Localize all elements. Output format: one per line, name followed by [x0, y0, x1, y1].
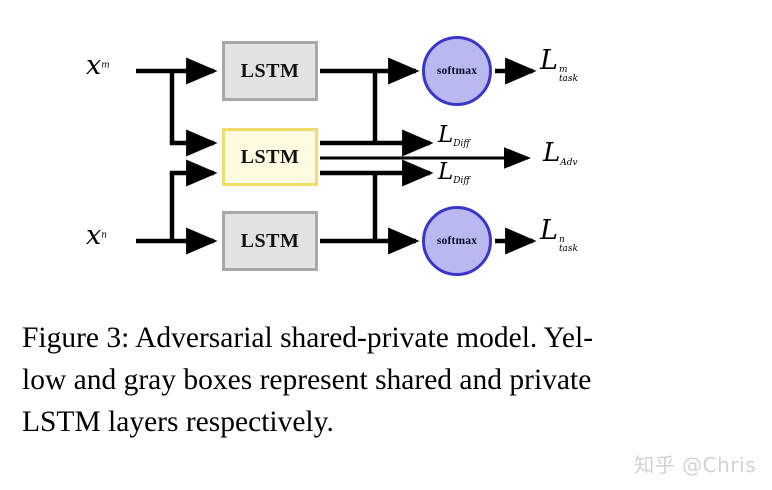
- loss-task-m-label: L m task: [540, 47, 578, 84]
- loss-diff-bottom-base: L: [438, 159, 454, 185]
- softmax-bottom-node[interactable]: softmax: [422, 206, 492, 276]
- input-label-x-m-superscript: m: [101, 60, 110, 71]
- input-label-x-n-base: x: [86, 220, 102, 251]
- loss-task-m-superscript: m: [558, 64, 568, 75]
- watermark-zhihu-chris: 知乎 @Chris: [634, 453, 756, 477]
- edges-svg: [136, 57, 537, 255]
- loss-diff-bottom-label: LDiff: [438, 159, 470, 187]
- caption-line-3: LSTM layers respectively.: [22, 405, 334, 438]
- loss-diff-bottom-subscript: Diff: [453, 176, 470, 187]
- loss-task-n-label: L n task: [540, 217, 578, 254]
- loss-task-n-base: L: [540, 215, 558, 246]
- input-label-x-m-base: x: [86, 50, 102, 81]
- caption-line-1: Figure 3: Adversarial shared-private mod…: [22, 322, 594, 354]
- figure-caption: Figure 3: Adversarial shared-private mod…: [22, 318, 752, 444]
- loss-adv-subscript: Adv: [560, 158, 578, 169]
- loss-adv-base: L: [543, 138, 561, 168]
- input-label-x-m: xm: [86, 52, 110, 79]
- loss-task-n-subscript: task: [558, 243, 578, 254]
- lstm-private-bottom-box[interactable]: LSTM: [222, 211, 318, 271]
- loss-diff-top-label: LDiff: [438, 122, 470, 150]
- lstm-shared-label: LSTM: [240, 145, 300, 168]
- lstm-private-bottom-label: LSTM: [240, 229, 300, 252]
- diagram-edges-layer: [136, 57, 537, 255]
- loss-adv-label: LAdv: [543, 138, 578, 169]
- input-label-x-n-superscript: n: [101, 230, 108, 241]
- loss-task-m-subscript: task: [558, 73, 578, 84]
- lstm-private-top-label: LSTM: [240, 59, 300, 82]
- loss-task-n-superscript: n: [558, 234, 565, 245]
- loss-diff-top-subscript: Diff: [453, 139, 470, 150]
- softmax-top-node[interactable]: softmax: [422, 36, 492, 106]
- caption-line-2: low and gray boxes represent shared and …: [22, 363, 592, 396]
- softmax-bottom-label: softmax: [436, 235, 478, 247]
- loss-task-m-base: L: [540, 45, 558, 76]
- softmax-top-label: softmax: [436, 65, 478, 77]
- loss-diff-top-base: L: [438, 122, 454, 148]
- lstm-shared-box[interactable]: LSTM: [222, 128, 318, 186]
- input-label-x-n: xn: [86, 222, 107, 249]
- lstm-private-top-box[interactable]: LSTM: [222, 41, 318, 101]
